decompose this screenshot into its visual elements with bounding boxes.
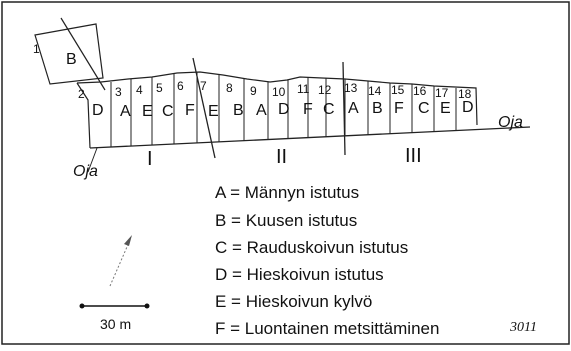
plot-number-10: 10 xyxy=(272,85,286,99)
plot-treatment-9: A xyxy=(256,102,267,119)
plot-treatment-12: C xyxy=(323,101,335,118)
legend-item-e: E = Hieskoivun kylvö xyxy=(215,292,373,311)
legend-item-f: F = Luontainen metsittäminen xyxy=(215,319,440,338)
plot-treatment-3: A xyxy=(120,103,131,120)
plot-number-6: 6 xyxy=(177,79,184,93)
plot-number-2: 2 xyxy=(78,87,85,101)
block-boundary-2 xyxy=(342,61,346,156)
plot-treatment-7: E xyxy=(208,103,219,120)
plot-number-4: 4 xyxy=(136,83,143,97)
legend-item-b: B = Kuusen istutus xyxy=(215,211,358,230)
plot-number-18: 18 xyxy=(458,87,472,101)
block-boundary-0 xyxy=(60,17,106,91)
scale-label: 30 m xyxy=(100,316,132,332)
ditch-lead-line xyxy=(87,147,98,173)
strip-left-edge xyxy=(76,82,91,149)
figure-border xyxy=(1,1,570,345)
figure-number: 3011 xyxy=(510,320,537,335)
plot-number-5: 5 xyxy=(156,81,163,95)
plot-number-3: 3 xyxy=(115,85,122,99)
plot-treatment-5: C xyxy=(162,103,174,120)
plot-number-17: 17 xyxy=(435,86,449,100)
plot-treatment-1: B xyxy=(66,51,77,68)
plot-number-15: 15 xyxy=(391,83,405,97)
plot-number-14: 14 xyxy=(368,84,382,98)
plot-treatment-11: F xyxy=(303,101,313,118)
plot-number-9: 9 xyxy=(250,84,257,98)
plot-treatment-2: D xyxy=(92,102,104,119)
plot-number-1: 1 xyxy=(33,42,40,56)
plot-treatment-17: E xyxy=(440,100,451,117)
legend-item-c: C = Rauduskoivun istutus xyxy=(215,238,409,257)
block-boundary-1 xyxy=(192,57,216,159)
plot-number-13: 13 xyxy=(344,81,358,95)
plot-treatment-8: B xyxy=(233,102,244,119)
plot-number-7: 7 xyxy=(200,79,207,93)
plot-treatment-14: B xyxy=(372,100,383,117)
plot-number-8: 8 xyxy=(226,81,233,95)
block-label-1: I xyxy=(147,148,153,170)
plot-treatment-4: E xyxy=(142,103,153,120)
plot-number-11: 11 xyxy=(297,82,310,96)
ditch-label-right: Oja xyxy=(498,114,523,131)
plot-labels: 1B2D3A4E5C6F7E8B9A10D11F12C13A14B15F16C1… xyxy=(33,42,474,120)
legend-item-d: D = Hieskoivun istutus xyxy=(215,265,384,284)
north-arrow-icon xyxy=(109,235,132,287)
plot-treatment-6: F xyxy=(185,102,195,119)
ditch-line xyxy=(89,126,531,149)
plot-dividers xyxy=(110,72,457,147)
legend-item-a: A = Männyn istutus xyxy=(215,183,360,202)
plot-treatment-13: A xyxy=(348,100,359,117)
scale-bar xyxy=(79,303,150,309)
plot-treatment-15: F xyxy=(394,100,404,117)
plot-treatment-16: C xyxy=(418,100,430,117)
ditch-label-left: Oja xyxy=(73,163,98,180)
plot-treatment-18: D xyxy=(462,99,474,116)
plot-1-outline xyxy=(34,23,104,85)
block-label-3: III xyxy=(405,145,422,167)
plot-number-12: 12 xyxy=(318,83,332,97)
block-label-2: II xyxy=(276,146,287,168)
plot-number-16: 16 xyxy=(413,84,427,98)
plot-treatment-10: D xyxy=(278,101,290,118)
